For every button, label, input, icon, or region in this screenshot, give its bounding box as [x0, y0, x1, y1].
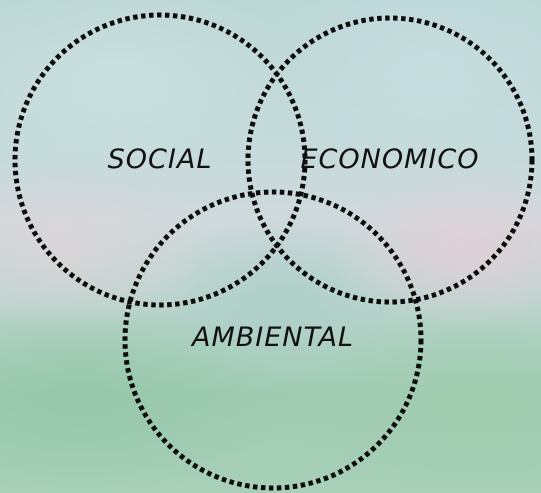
circle-environmental: [122, 189, 424, 491]
circle-social: [12, 12, 308, 308]
circle-economic: [245, 15, 535, 305]
label-environmental: AMBIENTAL: [190, 322, 354, 353]
label-economic: ECONOMICO: [301, 144, 480, 175]
label-social: SOCIAL: [108, 144, 213, 175]
